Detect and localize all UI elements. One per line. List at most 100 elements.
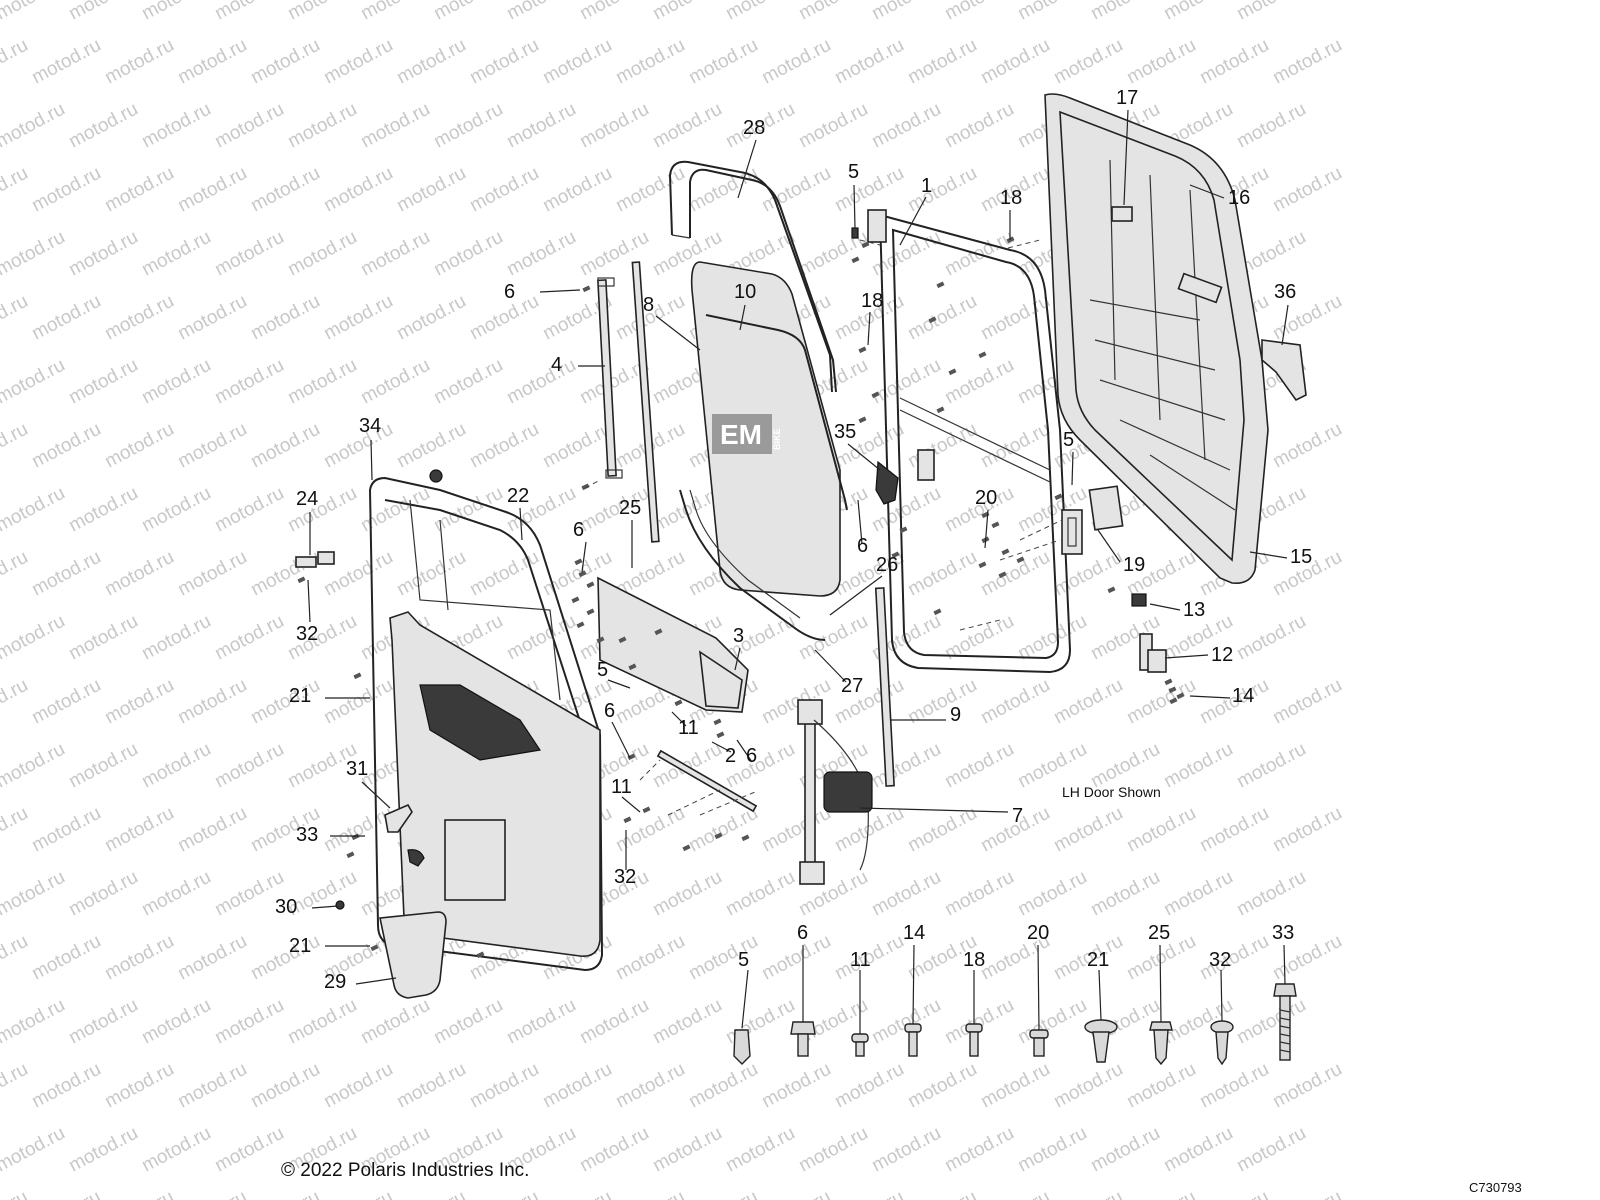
leader-line <box>307 579 311 623</box>
screw <box>978 561 987 569</box>
callout-25: 25 <box>619 497 641 519</box>
screw <box>1016 556 1025 564</box>
leader-line <box>739 304 746 331</box>
callout-16: 16 <box>1228 187 1250 209</box>
pocket-29 <box>379 911 447 999</box>
watermark-text: motod.ru <box>576 0 652 24</box>
screw <box>586 581 595 589</box>
watermark-text: motod.ru <box>466 1059 542 1113</box>
legend-leader-line <box>1159 944 1162 1023</box>
callout-14: 14 <box>1232 685 1254 707</box>
door-frame-1 <box>867 209 1072 674</box>
screw <box>948 368 957 376</box>
watermark-text: motod.ru <box>357 227 433 281</box>
watermark-text: motod.ru <box>503 227 579 281</box>
screw <box>1176 692 1185 700</box>
watermark-text: motod.ru <box>941 995 1017 1049</box>
legend-label-11: 11 <box>850 949 871 971</box>
callout-17: 17 <box>1116 87 1138 109</box>
leader-line <box>1281 304 1289 346</box>
watermark-text: motod.ru <box>685 35 761 89</box>
watermark-text: motod.ru <box>0 547 32 601</box>
fastener-14-screw <box>904 1023 922 1057</box>
watermark-text: motod.ru <box>649 1123 725 1177</box>
latch-piece-24 <box>295 551 335 568</box>
watermark-text: motod.ru <box>795 99 871 153</box>
leader-line <box>711 741 732 753</box>
watermark-text: motod.ru <box>868 1123 944 1177</box>
watermark-text: motod.ru <box>0 803 32 857</box>
callout-32: 32 <box>614 866 636 888</box>
watermark-text: motod.ru <box>0 163 32 217</box>
screw <box>1107 586 1116 594</box>
watermark-text: motod.ru <box>1269 1187 1345 1200</box>
watermark-text: motod.ru <box>904 1187 980 1200</box>
watermark-text: motod.ru <box>65 227 141 281</box>
watermark-text: motod.ru <box>1014 867 1090 921</box>
watermark-text: motod.ru <box>1014 1123 1090 1177</box>
watermark-text: motod.ru <box>868 739 944 793</box>
watermark-text: motod.ru <box>0 1059 32 1113</box>
watermark-text: motod.ru <box>466 419 542 473</box>
watermark-text: motod.ru <box>0 995 69 1049</box>
watermark-text: motod.ru <box>795 0 871 24</box>
watermark-text: motod.ru <box>320 291 396 345</box>
fastener-legend: 5 6 11 14 18 20 21 25 32 33 <box>733 922 1297 1066</box>
watermark-text: motod.ru <box>941 867 1017 921</box>
watermark-text: motod.ru <box>1196 35 1272 89</box>
watermark-text: motod.ru <box>284 0 360 24</box>
watermark-text: motod.ru <box>1123 1059 1199 1113</box>
watermark-text: motod.ru <box>1233 0 1309 24</box>
watermark-text: motod.ru <box>941 0 1017 24</box>
legend-label-20: 20 <box>1027 922 1049 944</box>
legend-label-18: 18 <box>963 949 985 971</box>
watermark-text: motod.ru <box>904 1059 980 1113</box>
watermark-text: motod.ru <box>430 995 506 1049</box>
watermark-text: motod.ru <box>101 35 177 89</box>
legend-label-25: 25 <box>1148 922 1170 944</box>
screw <box>576 621 585 629</box>
callout-1: 1 <box>921 175 932 197</box>
leader-line <box>867 311 871 346</box>
screw <box>713 718 722 726</box>
watermark-text: motod.ru <box>722 1123 798 1177</box>
watermark-text: motod.ru <box>101 291 177 345</box>
watermark-text: motod.ru <box>0 0 69 24</box>
watermark-text: motod.ru <box>211 227 287 281</box>
watermark-text: motod.ru <box>612 1187 688 1200</box>
watermark-text: motod.ru <box>977 1059 1053 1113</box>
watermark-text: motod.ru <box>0 35 32 89</box>
screw <box>682 844 691 852</box>
screw <box>627 753 636 761</box>
callout-26: 26 <box>876 554 898 576</box>
watermark-text: motod.ru <box>539 35 615 89</box>
watermark-text: motod.ru <box>28 547 104 601</box>
screw <box>586 608 595 616</box>
leader-line <box>311 905 339 909</box>
screw <box>1054 493 1063 501</box>
leader-line <box>1071 451 1074 486</box>
fastener-20-screw <box>1029 1029 1049 1057</box>
screw <box>858 346 867 354</box>
callout-13: 13 <box>1183 599 1205 621</box>
watermark-text: motod.ru <box>28 419 104 473</box>
glass-run-seal-28 <box>668 160 837 393</box>
leader-line <box>1149 603 1181 611</box>
hinge-12 <box>1139 633 1167 673</box>
watermark-text: motod.ru <box>758 1059 834 1113</box>
watermark-text: motod.ru <box>211 1123 287 1177</box>
callout-33: 33 <box>296 824 318 846</box>
leader-line <box>814 649 847 683</box>
watermark-text: motod.ru <box>284 227 360 281</box>
legend-label-21: 21 <box>1087 949 1109 971</box>
callout-6: 6 <box>504 281 515 303</box>
callout-5: 5 <box>1063 429 1074 451</box>
watermark-text: motod.ru <box>28 291 104 345</box>
watermark-text: motod.ru <box>1233 1123 1309 1177</box>
watermark-text: motod.ru <box>1087 0 1163 24</box>
watermark-text: motod.ru <box>1123 1187 1199 1200</box>
watermark-text: motod.ru <box>685 803 761 857</box>
watermark-text: motod.ru <box>612 1059 688 1113</box>
glass-channel-27 <box>679 489 826 641</box>
